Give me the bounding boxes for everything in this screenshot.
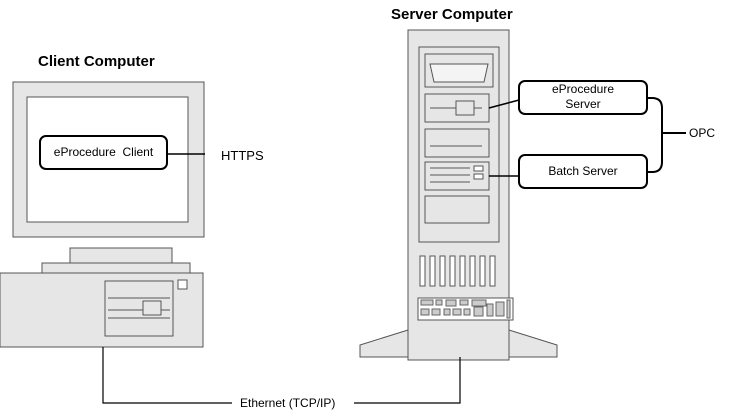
https-label: HTTPS [221,148,264,163]
client-app-box [39,135,168,170]
server-computer-title: Server Computer [391,6,513,23]
eprocedure-server-connector [488,99,520,109]
batch-server-label: Batch Server [548,164,618,178]
eprocedure-server-label-line2: Server [565,97,601,111]
ethernet-label: Ethernet (TCP/IP) [240,396,336,410]
eprocedure-server-label-line1: eProcedure [551,82,615,96]
server-vents [419,255,496,287]
ethernet-line-right [354,357,461,404]
opc-bracket [647,97,663,173]
opc-label: OPC [689,126,716,140]
client-computer-title: Client Computer [38,53,155,70]
client-base-unit [0,272,204,348]
ethernet-line-left [102,347,232,404]
client-app-label: eProcedure Client [53,145,154,159]
server-tower [359,29,558,361]
client-monitor [12,81,205,274]
eprocedure-server-label: eProcedure Server [519,82,647,112]
